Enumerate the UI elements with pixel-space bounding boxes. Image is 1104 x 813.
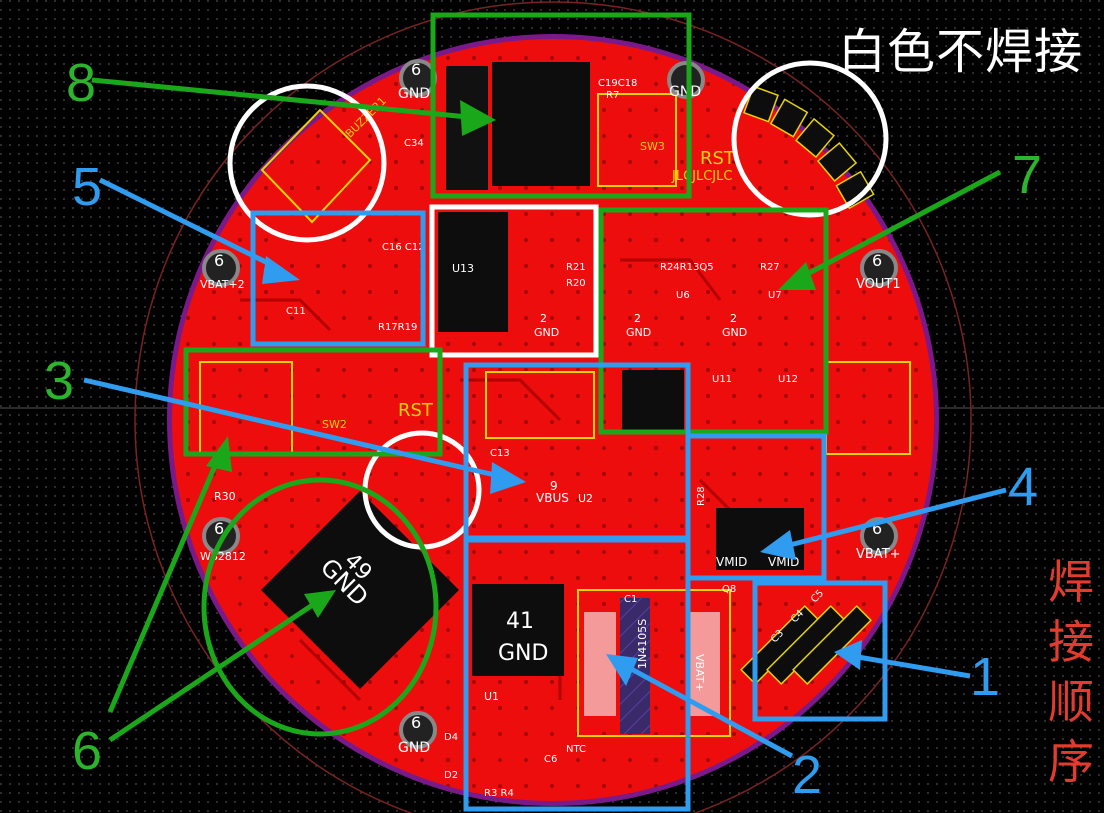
region-5 [250,210,426,347]
two-2: 2 [634,312,641,325]
step-number-3: 3 [44,351,75,411]
step-number-8: 8 [66,53,97,113]
r3r4-label: R3 R4 [484,788,514,799]
region-7 [598,207,829,435]
blue-regions [250,210,888,812]
cap-pads [740,605,872,685]
ws2812-label: WS2812 [200,550,246,563]
c13-label: C13 [490,448,510,459]
vbat-right-label: VBAT+ [856,547,901,562]
u12-label: U12 [778,374,798,385]
region-6 [201,477,439,737]
pad-gnd-label: GND [398,86,430,102]
q8-label: Q8 [722,584,736,595]
mounting-holes [202,59,898,749]
diode-label: 1N4105S [636,619,649,669]
r28-label: R28 [696,486,707,506]
c16c12-label: C16 C12 [382,242,425,253]
sw2-label: SW2 [322,418,347,431]
region-8 [430,12,692,199]
pad-num-label-6: 6 [411,713,421,732]
r20-label: R20 [566,278,586,289]
no-solder-circle-buzzer [227,83,387,243]
no-solder-box-u13 [429,204,599,358]
r17r19-label: R17R19 [378,322,417,333]
pad-num-label-4: 6 [214,519,224,538]
step-number-5: 5 [72,157,103,217]
c11-label: C11 [286,306,306,317]
d2-label: D2 [444,770,458,781]
vmid-a: VMID [716,555,747,569]
rst-left: RST [398,400,434,421]
pad-num-label: 6 [411,60,421,79]
u1-label: U1 [484,690,499,703]
step-number-1: 1 [970,647,1001,707]
c34-label: C34 [404,138,424,149]
r24r13-label: R24R13Q5 [660,262,714,273]
r7-label: R7 [606,90,619,101]
pad-num-label-5: 6 [872,519,882,538]
step-number-6: 6 [72,721,103,781]
vbat2-label: VBAT+2 [200,278,245,291]
gnd-small-1: GND [534,326,559,339]
u7-label: U7 [768,290,782,301]
step-number-4: 4 [1008,457,1039,517]
pad-gnd-label-3: GND [398,740,430,756]
order-char-3: 顺 [1048,675,1094,729]
order-char-4: 序 [1048,735,1094,789]
r30-label: R30 [214,490,236,503]
r27-label: R27 [760,262,780,273]
region-1 [752,580,888,722]
u6-label: U6 [676,290,690,301]
two-3: 2 [730,312,737,325]
c1-label: C1 [624,594,637,605]
no-solder-note: 白色不焊接 [838,24,1084,80]
pad-num-label-2: 6 [214,251,224,270]
ntc-label: NTC [566,744,586,755]
vout1-label: VOUT1 [856,277,901,292]
no-solder-circle-connector [731,60,889,218]
u13-label: U13 [452,262,474,275]
region-4 [685,433,827,581]
pad-diode [584,612,616,716]
rst-top: RST [700,148,736,169]
arc-connector [743,85,875,210]
pad-num-label-3: 6 [872,251,882,270]
step-number-2: 2 [792,745,823,805]
arrows [83,77,1007,759]
order-char-1: 焊 [1048,555,1094,609]
vbus-num: 9 [550,479,558,493]
d4-label: D4 [444,732,458,743]
jlc-label: JLCJLCJLC [671,169,732,184]
board-outline-outer [134,1,972,813]
r21-label: R21 [566,262,586,273]
step-number-7: 7 [1012,145,1043,205]
gnd-small-2: GND [626,326,651,339]
components [261,62,804,734]
chip-41-num: 41 [506,609,534,634]
chip-41-gnd: GND [498,641,548,666]
c19-label: C19C18 [598,78,637,89]
order-char-2: 接 [1048,615,1094,669]
c6-label: C6 [544,754,557,765]
green-regions [183,12,829,737]
u2-label: U2 [578,492,593,505]
two-1: 2 [540,312,547,325]
u11-label: U11 [712,374,732,385]
vbat-plus-label: VBAT+ [693,654,706,692]
pcb-text: 6 GND GND 6 VBAT+2 6 VOUT1 6 WS2812 6 VB… [200,60,901,799]
region-2 [463,535,691,812]
sw3-label: SW3 [640,140,665,153]
pad-vbat [686,612,720,716]
solder-order-label: 焊 接 顺 序 [1046,552,1096,792]
vbus-label: VBUS [536,491,569,505]
pad-gnd-label-2: GND [669,84,701,100]
gnd-small-3: GND [722,326,747,339]
no-solder-marks [227,60,889,550]
